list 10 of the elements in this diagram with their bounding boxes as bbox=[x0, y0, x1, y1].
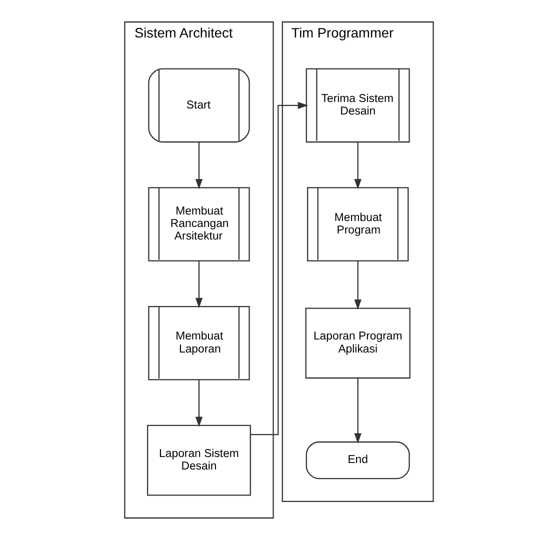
arrow bbox=[354, 142, 362, 190]
arrow bbox=[195, 142, 203, 190]
node-box: Laporan Program Aplikasi bbox=[305, 308, 410, 379]
arrow bbox=[195, 260, 203, 308]
arrow bbox=[354, 378, 362, 444]
arrow bbox=[354, 260, 362, 310]
node-box: End bbox=[306, 441, 410, 480]
arrow bbox=[195, 380, 203, 427]
node-box: Laporan Sistem Desain bbox=[147, 424, 251, 496]
arrow bbox=[250, 102, 308, 436]
